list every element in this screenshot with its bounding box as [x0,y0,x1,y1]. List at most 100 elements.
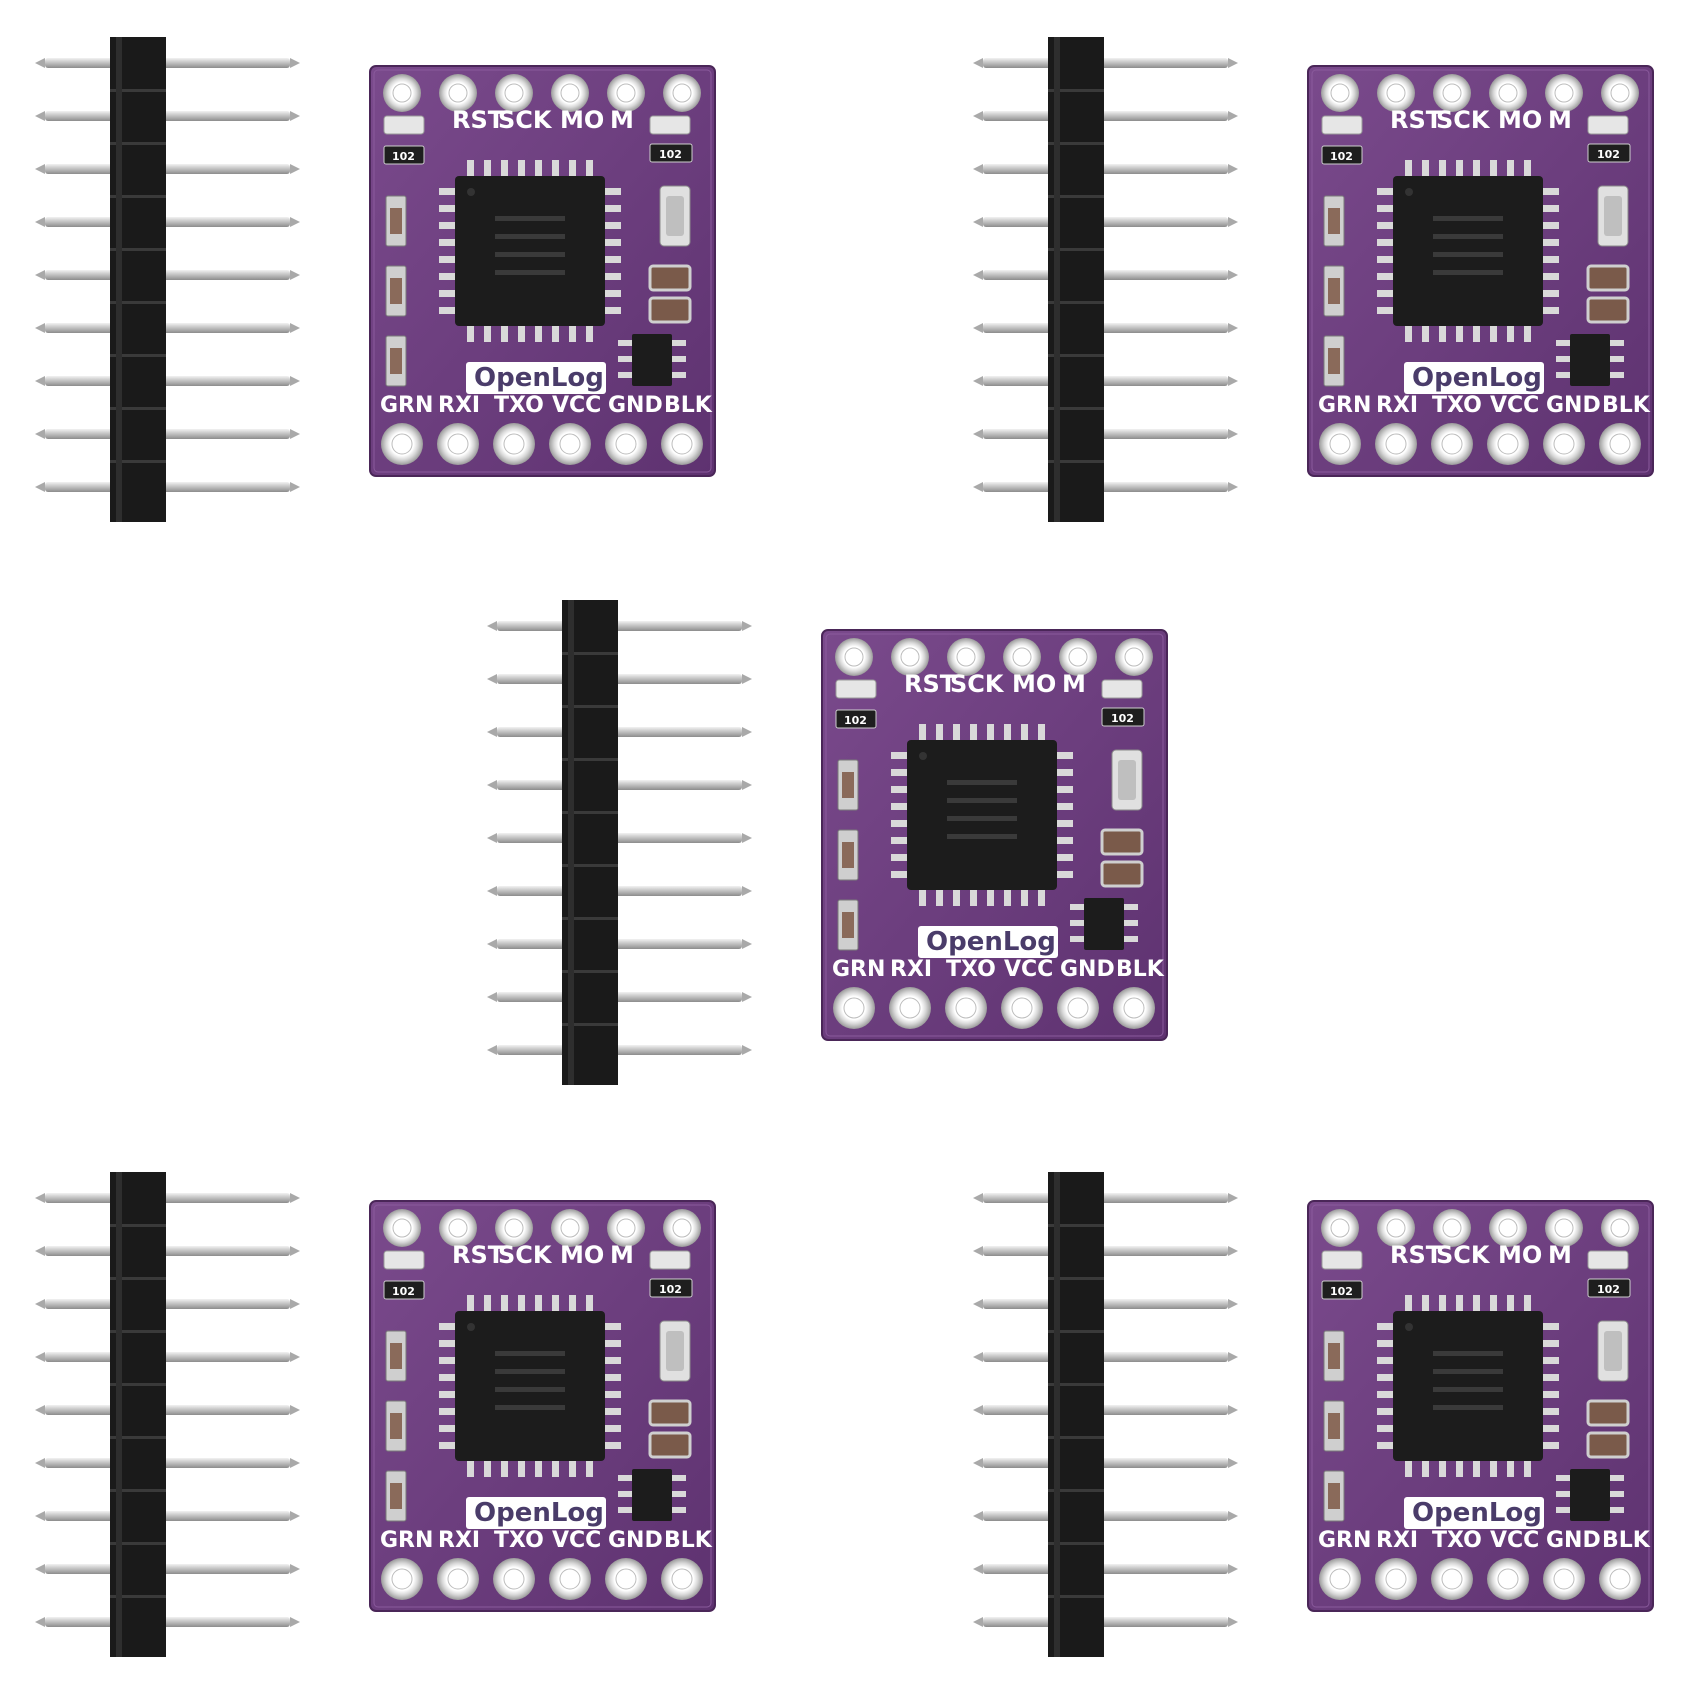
chip-pin [1422,160,1429,178]
capacitor-body [390,278,402,304]
chip-pin [891,803,909,810]
chip-pin [569,1459,576,1477]
chip-marking [1433,1369,1503,1374]
chip-marking [1433,1405,1503,1410]
pin-label-top: M [1548,1241,1572,1269]
header-pin [983,270,1228,280]
crystal-body [666,1331,684,1371]
led [383,1250,425,1270]
pin-tip [973,1352,983,1362]
pin-label-top: MO [560,106,604,134]
resistor [649,1278,693,1298]
pad-hole [616,1218,636,1238]
led [835,679,877,699]
pin-tip [742,939,752,949]
header-segment-line [1048,1436,1104,1439]
pad-hole [1498,1218,1518,1238]
led [1321,1250,1363,1270]
chip-pin [603,1340,621,1347]
chip-pin [1541,1408,1559,1415]
chip-pin [891,820,909,827]
chip-pin [586,324,593,342]
chip-pin [603,239,621,246]
pin-tip [35,1193,45,1203]
header-pin [45,1564,290,1574]
pad-hole [560,83,580,103]
pad-hole [1385,1568,1407,1590]
pin-label-bottom: BLK [664,1528,713,1553]
pin-tip [973,482,983,492]
header-pin [983,1405,1228,1415]
chip-marking [495,1351,565,1356]
pin-tip [1228,270,1238,280]
chip-pin [1456,1295,1463,1313]
chip-pin [1021,888,1028,906]
header-pin [45,1352,290,1362]
regulator-pin [1610,372,1624,378]
chip-pin [1541,273,1559,280]
header-segment-line [1048,1383,1104,1386]
chip-pin [1439,1459,1446,1477]
pin-label-bottom: VCC [1490,393,1539,418]
chip-pin [1405,160,1412,178]
pad-hole [672,1218,692,1238]
pin-tip [35,323,45,333]
pin-label-bottom: VCC [552,393,601,418]
chip-pin [518,160,525,178]
pad-hole [559,433,581,455]
chip-pin [919,724,926,742]
pin-tip [973,1405,983,1415]
pin-tip [290,1511,300,1521]
capacitor-body [390,1413,402,1439]
pin-tip [487,833,497,843]
pin-tip [35,1405,45,1415]
chip-pin [569,160,576,178]
chip-pin [439,1340,457,1347]
pin-label-bottom: RXI [438,393,480,418]
led [1101,679,1143,699]
resistor [1321,1280,1363,1300]
chip-pin [439,205,457,212]
chip-pin [467,1295,474,1313]
chip-dot [1405,1323,1413,1331]
chip-pin [484,324,491,342]
chip-pin [1473,324,1480,342]
chip-pin [1524,324,1531,342]
header-segment-line [110,1330,166,1333]
chip-pin [936,724,943,742]
header-segment-line [110,354,166,357]
pad-hole [392,1218,412,1238]
chip-pin [603,1357,621,1364]
pin-label-top: SCK [1436,1241,1491,1269]
pad-hole [1554,1218,1574,1238]
chip-pin [1377,290,1395,297]
header-segment-line [110,1277,166,1280]
regulator [1084,898,1124,950]
pin-label-bottom: BLK [1116,957,1165,982]
regulator [1570,1469,1610,1521]
resistor-code: 102 [659,148,682,161]
pin-tip [487,1045,497,1055]
resistor-code: 102 [392,150,415,163]
chip-pin [603,1391,621,1398]
header-pin [983,1352,1228,1362]
header-pin [45,376,290,386]
chip-pin [467,160,474,178]
pin-tip [1228,58,1238,68]
chip-pin [1422,1295,1429,1313]
pin-label-bottom: BLK [1602,1528,1651,1553]
capacitor-body [1328,208,1340,234]
header-segment-line [110,248,166,251]
pin-tip [487,727,497,737]
header-pin [45,1511,290,1521]
chip-pin [1541,307,1559,314]
pin-label-top: RST [904,670,957,698]
chip-pin [552,1459,559,1477]
pin-tip [973,1193,983,1203]
resistor [1587,1278,1631,1298]
regulator-pin [672,372,686,378]
chip-pin [603,188,621,195]
pin-label-bottom: RXI [438,1528,480,1553]
pin-label-top: SCK [950,670,1005,698]
